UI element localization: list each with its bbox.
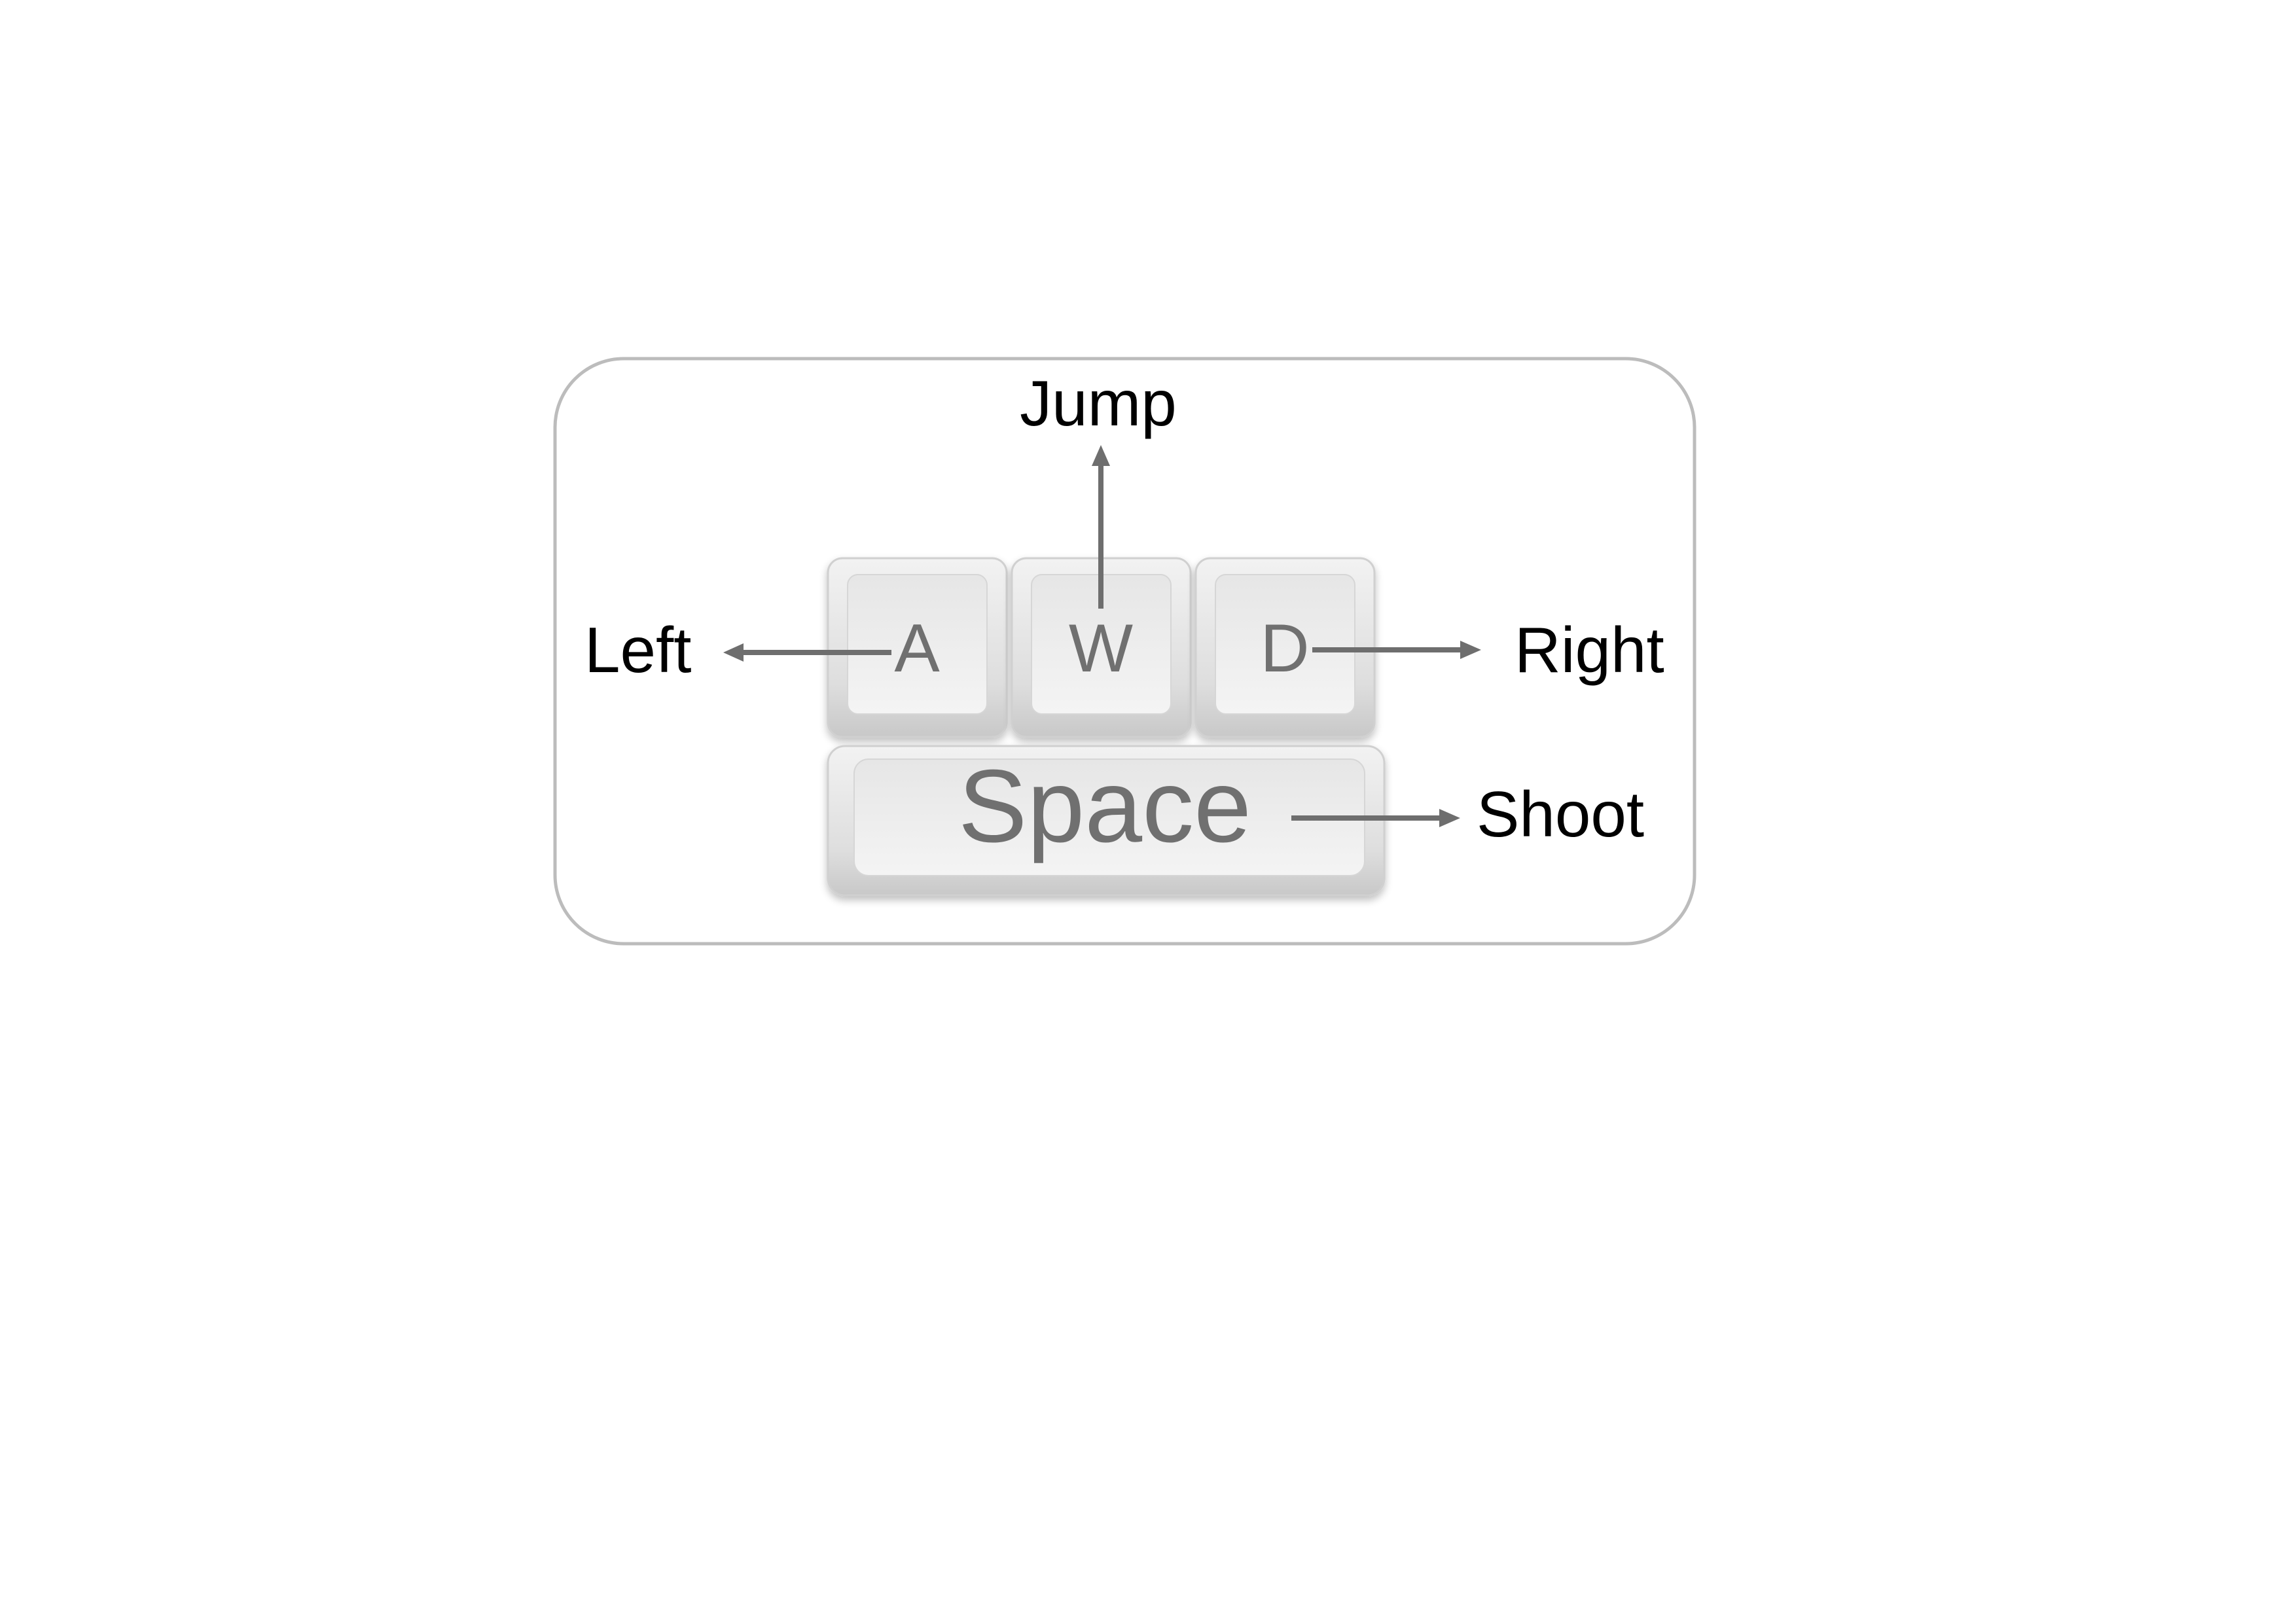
arrow-left bbox=[723, 643, 891, 662]
label-jump: Jump bbox=[1020, 367, 1177, 439]
arrow-shoot bbox=[1291, 809, 1460, 827]
key-w-label: W bbox=[1069, 611, 1133, 687]
key-d-label: D bbox=[1260, 611, 1309, 687]
key-a-label: A bbox=[894, 611, 940, 687]
label-left: Left bbox=[584, 614, 691, 686]
key-space bbox=[827, 745, 1386, 897]
arrow-up bbox=[1092, 445, 1110, 609]
key-w bbox=[1011, 557, 1192, 738]
key-d bbox=[1194, 557, 1376, 738]
key-space-label: Space bbox=[958, 749, 1251, 864]
arrow-right bbox=[1312, 641, 1481, 659]
label-right: Right bbox=[1515, 614, 1664, 686]
label-shoot: Shoot bbox=[1477, 778, 1644, 850]
key-a bbox=[827, 557, 1008, 738]
